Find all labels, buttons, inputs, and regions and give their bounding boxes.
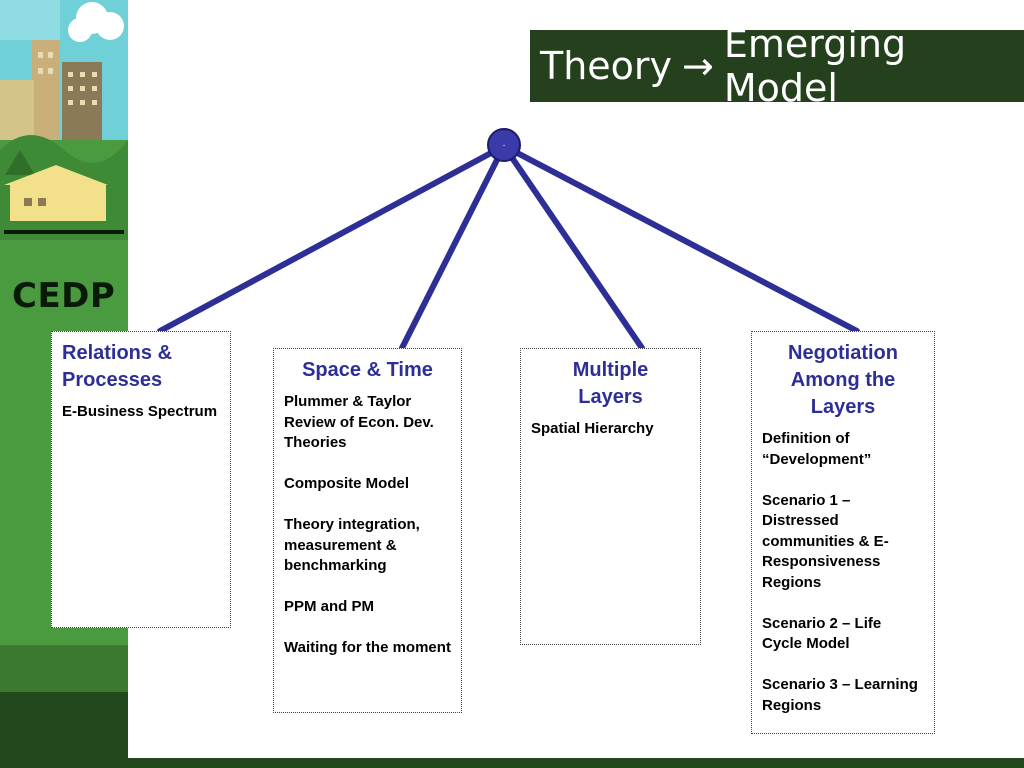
box-item: Scenario 1 – Distressed communities & E-…	[762, 491, 889, 591]
title-left: Theory	[540, 44, 673, 88]
page-title: Theory → Emerging Model	[530, 22, 1024, 110]
box-item: Spatial Hierarchy	[531, 420, 654, 437]
connector-line	[501, 143, 645, 351]
box-item: Scenario 3 – Learning Regions	[762, 676, 918, 714]
box-heading: Multiple Layers	[572, 359, 649, 408]
box-item: Theory integration, measurement & benchm…	[284, 516, 420, 574]
arrow-right-icon: →	[682, 44, 714, 88]
box-item: Plummer & Taylor Review of Econ. Dev. Th…	[284, 393, 434, 451]
box-item: E-Business Spectrum	[62, 403, 218, 420]
connector-line	[501, 143, 860, 334]
box-item-list: Definition of “Development” Scenario 1 –…	[762, 429, 924, 716]
box-item: PPM and PM	[284, 598, 375, 615]
sidebar: CEDP	[0, 0, 128, 768]
connector-line	[157, 143, 507, 334]
box-negotiation-layers: Negotiation Among the Layers Definition …	[751, 331, 935, 734]
sidebar-band-dark	[0, 692, 128, 768]
title-right: Emerging Model	[723, 22, 907, 110]
root-node	[487, 128, 521, 162]
box-heading: Relations & Processes	[62, 342, 173, 391]
box-item: Definition of “Development”	[762, 430, 872, 468]
box-item-list: E-Business Spectrum	[62, 402, 220, 423]
box-relations-processes: Relations & Processes E-Business Spectru…	[51, 331, 231, 628]
box-heading: Space & Time	[302, 359, 433, 381]
connector-line	[399, 143, 507, 351]
box-item-list: Spatial Hierarchy	[531, 419, 690, 440]
box-space-time: Space & Time Plummer & Taylor Review of …	[273, 348, 462, 713]
box-item-list: Plummer & Taylor Review of Econ. Dev. Th…	[284, 392, 451, 659]
box-item: Composite Model	[284, 475, 410, 492]
box-multiple-layers: Multiple Layers Spatial Hierarchy	[520, 348, 701, 645]
box-item: Waiting for the moment	[284, 639, 451, 656]
box-item: Scenario 2 – Life Cycle Model	[762, 614, 882, 653]
town-illustration	[0, 0, 128, 240]
root-node-label: .	[503, 138, 506, 149]
bottom-bar	[128, 758, 1024, 768]
box-heading: Negotiation Among the Layers	[788, 342, 898, 418]
sidebar-band	[0, 645, 128, 692]
brand-label: CEDP	[12, 276, 116, 316]
